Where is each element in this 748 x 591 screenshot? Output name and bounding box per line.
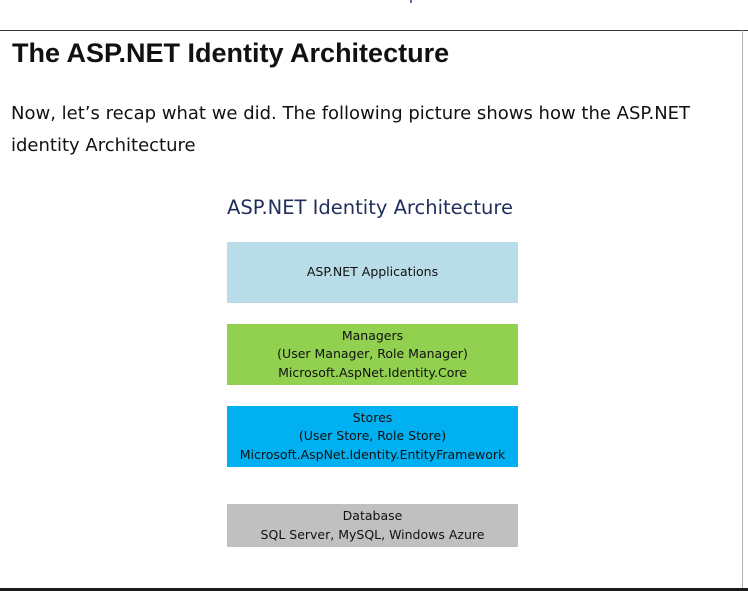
right-border [742,30,743,588]
layer-line: SQL Server, MySQL, Windows Azure [260,526,485,542]
intro-paragraph: Now, let’s recap what we did. The follow… [11,103,691,156]
layer-line: (User Store, Role Store) [298,428,447,444]
layer-database: Database SQL Server, MySQL, Windows Azur… [227,504,518,547]
top-frame [0,0,748,31]
page-title: The ASP.NET Identity Architecture [12,38,450,68]
layer-asp-net-applications: ASP.NET Applications [227,242,518,303]
top-tick-mark [410,0,412,3]
layer-line: ASP.NET Applications [306,264,439,280]
layer-line: Managers [341,327,404,343]
layer-stores: Stores (User Store, Role Store) Microsof… [227,406,518,467]
layer-line: Database [342,508,403,523]
layer-managers: Managers (User Manager, Role Manager) Mi… [227,324,518,385]
layer-line: Microsoft.AspNet.Identity.Core [278,364,467,380]
layer-line: (User Manager, Role Manager) [277,346,468,362]
layer-line: Stores [352,409,393,425]
diagram-title: ASP.NET Identity Architecture [227,196,513,219]
bottom-border [0,588,748,591]
layer-line: Microsoft.AspNet.Identity.EntityFramewor… [239,446,506,462]
